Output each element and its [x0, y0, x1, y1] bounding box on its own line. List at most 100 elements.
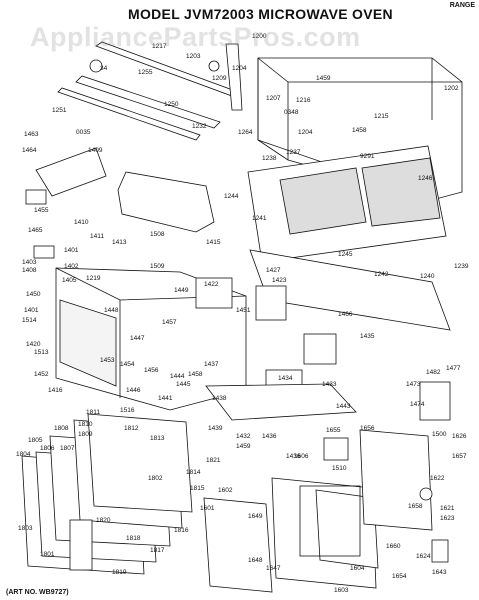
part-label-p1215: 1215 [374, 113, 389, 120]
part-label-p1238: 1238 [262, 155, 277, 162]
part-label-p1516: 1516 [120, 407, 135, 414]
part-label-p1264: 1264 [238, 129, 253, 136]
part-label-p1648: 1648 [248, 557, 263, 564]
top-rails [57, 41, 243, 141]
part-label-p1427: 1427 [266, 267, 281, 274]
part-label-p1622: 1622 [430, 475, 445, 482]
part-label-p1436: 1436 [262, 433, 277, 440]
part-label-p1508: 1508 [150, 231, 165, 238]
part-label-p1643: 1643 [432, 569, 447, 576]
part-label-p1402: 1402 [64, 263, 79, 270]
part-label-p1240: 1240 [420, 273, 435, 280]
part-label-p1458: 1458 [352, 127, 367, 134]
part-label-p1807: 1807 [60, 445, 75, 452]
part-label-p1801: 1801 [40, 551, 55, 558]
part-label-p9291: 9291 [360, 153, 375, 160]
part-label-p1477: 1477 [446, 365, 461, 372]
part-label-p1812: 1812 [124, 425, 139, 432]
part-label-p1443: 1443 [336, 403, 351, 410]
part-label-p1439: 1439 [208, 425, 223, 432]
part-label-p1626: 1626 [452, 433, 467, 440]
part-label-p1466: 1466 [338, 311, 353, 318]
part-label-p1216: 1216 [296, 97, 311, 104]
part-label-p0035: 0035 [76, 129, 91, 136]
part-label-p1446: 1446 [126, 387, 141, 394]
part-label-p1403: 1403 [22, 259, 37, 266]
part-label-p1437: 1437 [204, 361, 219, 368]
part-label-p1448: 1448 [104, 307, 119, 314]
part-label-p1606: 1606 [294, 453, 309, 460]
part-label-p1810: 1810 [78, 421, 93, 428]
part-label-p1811: 1811 [86, 409, 100, 416]
part-label-p1207: 1207 [266, 95, 281, 102]
part-label-p1818: 1818 [126, 535, 141, 542]
part-label-p1649: 1649 [248, 513, 263, 520]
part-label-p1401b: 1401 [24, 307, 39, 314]
part-label-p1242: 1242 [374, 271, 389, 278]
part-label-p1803: 1803 [18, 525, 33, 532]
part-label-p1457: 1457 [162, 319, 177, 326]
part-label-p1601: 1601 [200, 505, 215, 512]
part-label-p1452: 1452 [34, 371, 49, 378]
part-label-p1241: 1241 [252, 215, 267, 222]
part-label-p1463: 1463 [24, 131, 39, 138]
door-assembly [21, 413, 193, 575]
part-label-p1817: 1817 [150, 547, 165, 554]
part-label-p1602: 1602 [218, 487, 233, 494]
range-tag: RANGE [449, 2, 475, 9]
part-label-p1239: 1239 [454, 263, 469, 270]
part-label-p1255: 1255 [138, 69, 153, 76]
part-label-p1802: 1802 [148, 475, 163, 482]
part-label-p1514: 1514 [22, 317, 37, 324]
part-label-p1655: 1655 [326, 427, 341, 434]
part-label-p1444: 1444 [170, 373, 185, 380]
small-parts [25, 59, 451, 563]
part-label-p1244: 1244 [224, 193, 239, 200]
part-label-p1813: 1813 [150, 435, 165, 442]
part-label-p1465: 1465 [28, 227, 43, 234]
part-label-p1658: 1658 [408, 503, 423, 510]
part-label-p1657: 1657 [452, 453, 467, 460]
part-label-p1456: 1456 [144, 367, 159, 374]
part-label-p1603: 1603 [334, 587, 349, 594]
part-label-p1647: 1647 [266, 565, 281, 572]
part-label-p1445: 1445 [176, 381, 191, 388]
part-label-p1410: 1410 [74, 219, 89, 226]
art-number: (ART NO. WB9727) [6, 589, 69, 596]
part-label-p1459: 1459 [316, 75, 331, 82]
part-label-p1455: 1455 [34, 207, 49, 214]
part-label-p1513: 1513 [34, 349, 49, 356]
part-label-p1416: 1416 [48, 387, 63, 394]
part-label-p1623: 1623 [440, 515, 455, 522]
part-label-p1808: 1808 [54, 425, 69, 432]
part-label-p1415: 1415 [206, 239, 221, 246]
part-label-p1251: 1251 [52, 107, 67, 114]
part-label-p1409: 1409 [88, 147, 103, 154]
part-label-p1405: 1405 [62, 277, 77, 284]
part-label-p1209: 1209 [212, 75, 227, 82]
magnetron [195, 277, 303, 407]
part-label-p1451: 1451 [236, 307, 251, 314]
part-label-p1250: 1250 [164, 101, 179, 108]
part-label-p1509: 1509 [150, 263, 165, 270]
part-label-p1482: 1482 [426, 369, 441, 376]
part-label-p1435: 1435 [360, 333, 375, 340]
part-label-p1237: 1237 [286, 149, 301, 156]
part-label-p1816: 1816 [174, 527, 189, 534]
part-label-p1441: 1441 [158, 395, 173, 402]
base-plate [205, 383, 357, 421]
part-label-p1804: 1804 [16, 451, 31, 458]
part-label-p0348: 0348 [284, 109, 299, 116]
part-label-p1422: 1422 [204, 281, 219, 288]
part-label-p1434: 1434 [278, 375, 293, 382]
part-label-p1458b: 1458 [188, 371, 203, 378]
part-label-p1449: 1449 [174, 287, 189, 294]
part-label-p1432: 1432 [236, 433, 251, 440]
part-label-p1447: 1447 [130, 335, 145, 342]
part-label-p1624: 1624 [416, 553, 431, 560]
part-label-p1423: 1423 [272, 277, 287, 284]
part-label-p1450: 1450 [26, 291, 41, 298]
part-label-p1200: 1200 [252, 33, 267, 40]
